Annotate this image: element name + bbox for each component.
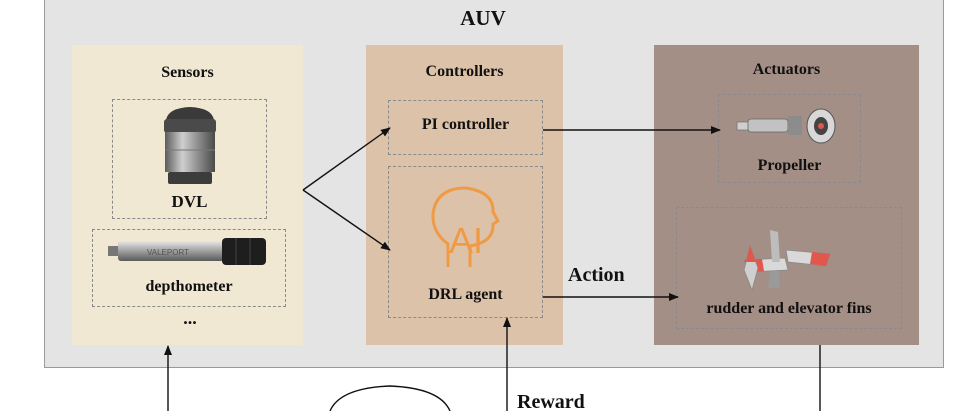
action-label: Action (568, 264, 625, 286)
drl-agent-label: DRL agent (428, 286, 503, 303)
dvl-box (112, 99, 267, 219)
environment-circle-arc (329, 385, 451, 411)
controllers-panel: Controllers (366, 45, 563, 345)
propeller-label: Propeller (757, 157, 822, 174)
sensors-title: Sensors (161, 64, 214, 81)
actuators-title: Actuators (752, 61, 821, 78)
auv-title: AUV (460, 6, 506, 30)
reward-label: Reward (517, 391, 585, 413)
propeller-box (718, 94, 861, 183)
fins-box (676, 207, 902, 329)
sensors-more-label: ... (183, 308, 197, 328)
depthometer-label: depthometer (145, 278, 233, 295)
dvl-label: DVL (171, 192, 208, 211)
depthometer-box (92, 229, 286, 307)
fins-label: rudder and elevator fins (706, 300, 872, 317)
actuators-panel: Actuators (654, 45, 919, 345)
sensors-panel: Sensors (72, 45, 303, 345)
pi-controller-label: PI controller (421, 116, 510, 133)
controllers-title: Controllers (425, 63, 504, 80)
